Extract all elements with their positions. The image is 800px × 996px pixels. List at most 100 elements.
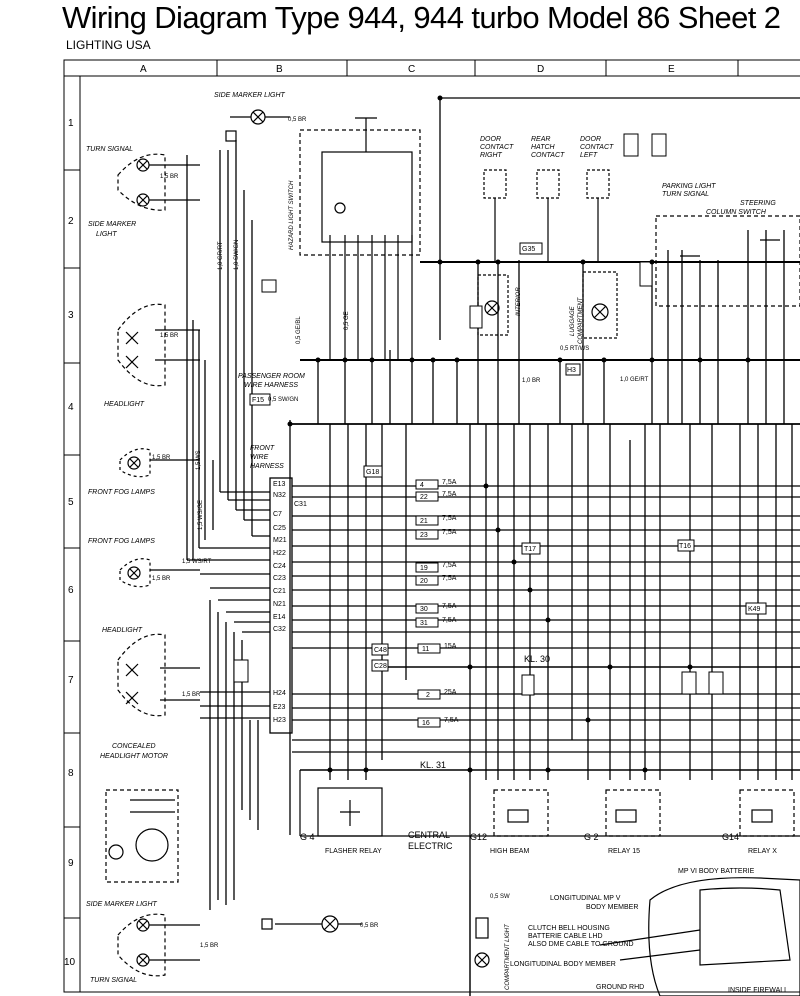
wire-label: 1,5 BR bbox=[160, 174, 179, 180]
label-door-contact-right: DOOR bbox=[480, 136, 501, 143]
connector-label: M21 bbox=[273, 537, 287, 544]
wire-label: 0,5 SW/GN bbox=[268, 397, 298, 403]
label-rear-hatch-3: CONTACT bbox=[531, 152, 565, 159]
car-ground-outline bbox=[599, 877, 800, 996]
label-electric: ELECTRIC bbox=[408, 841, 453, 851]
label-turn-signal: TURN SIGNAL bbox=[86, 146, 133, 153]
label-wire-harness: WIRE HARNESS bbox=[244, 382, 298, 389]
row-label-4: 4 bbox=[68, 402, 74, 413]
label-front: FRONT bbox=[250, 445, 275, 452]
label-relay-x: RELAY X bbox=[748, 848, 777, 855]
reference-boxes bbox=[233, 133, 767, 696]
fuse-id: 16 bbox=[422, 720, 430, 727]
relay-x-box bbox=[739, 789, 795, 837]
page-title: Wiring Diagram Type 944, 944 turbo Model… bbox=[62, 0, 781, 35]
steering-column-switch-symbol bbox=[655, 215, 800, 307]
label-central: CENTRAL bbox=[408, 830, 450, 840]
fuse-rating: 7,5A bbox=[442, 575, 457, 582]
label-harness: HARNESS bbox=[250, 463, 284, 470]
label-luggage: LUGGAGE bbox=[570, 305, 576, 336]
label-ground-rhd: GROUND RHD bbox=[596, 984, 644, 991]
label-turn-signal-right: TURN SIGNAL bbox=[662, 191, 709, 198]
connector-label: C24 bbox=[273, 563, 286, 570]
label-relay-15: RELAY 15 bbox=[608, 848, 640, 855]
fuse-rating: 7,5A bbox=[442, 529, 457, 536]
row-label-7: 7 bbox=[68, 675, 74, 686]
row-label-6: 6 bbox=[68, 585, 74, 596]
label-inside-firewall: INSIDE FIREWALL bbox=[728, 987, 788, 994]
high-beam-relay-box bbox=[493, 789, 549, 837]
ref-box-label: H3 bbox=[567, 367, 576, 374]
fuse-rating: 25A bbox=[444, 689, 457, 696]
fuse-id: 20 bbox=[420, 578, 428, 585]
diagram-frame bbox=[63, 59, 800, 993]
row-label-5: 5 bbox=[68, 497, 74, 508]
connector-label: N21 bbox=[273, 601, 286, 608]
relay-blocks bbox=[299, 770, 800, 837]
fuse-id: 19 bbox=[420, 565, 428, 572]
relay-15-box bbox=[605, 789, 661, 837]
wire-label: 1,0 GR/RT bbox=[218, 241, 224, 270]
label-side-marker-light: SIDE MARKER LIGHT bbox=[214, 92, 286, 99]
label-rear-hatch: REAR bbox=[531, 136, 550, 143]
label-clutch-1: CLUTCH BELL HOUSING bbox=[528, 925, 610, 932]
row-label-10: 10 bbox=[64, 957, 76, 968]
ref-box-label: F15 bbox=[252, 397, 264, 404]
ref-box-label: C28 bbox=[374, 663, 387, 670]
wire-label: 0,5 GE bbox=[344, 311, 350, 330]
label-headlight: HEADLIGHT bbox=[104, 401, 145, 408]
connector-label: C21 bbox=[273, 588, 286, 595]
connector-label: C25 bbox=[273, 525, 286, 532]
label-side-marker-light-2: SIDE MARKER bbox=[88, 221, 136, 228]
label-side-marker-light-3: SIDE MARKER LIGHT bbox=[86, 901, 158, 908]
wire-label: 1,5 BR bbox=[160, 333, 179, 339]
hazard-light-switch-symbol bbox=[299, 117, 421, 360]
label-door-contact-left-3: LEFT bbox=[580, 152, 598, 159]
fuse-rating: 7,5A bbox=[442, 479, 457, 486]
label-rear-hatch-2: HATCH bbox=[531, 144, 556, 151]
label-side-marker-light-2b: LIGHT bbox=[96, 231, 117, 238]
fuse-id: 30 bbox=[420, 606, 428, 613]
label-longitudinal: LONGITUDINAL MP V bbox=[550, 895, 621, 902]
fuse-rating: 7,5A bbox=[442, 491, 457, 498]
label-column-switch: COLUMN SWITCH bbox=[706, 209, 767, 216]
connector-label: E14 bbox=[273, 614, 286, 621]
label-steering: STEERING bbox=[740, 200, 776, 207]
compartment-light-symbol bbox=[469, 880, 490, 996]
fuse-rating: 7,5A bbox=[444, 717, 459, 724]
wire-bundle bbox=[186, 140, 293, 910]
connector-label: C23 bbox=[273, 575, 286, 582]
row-label-1: 1 bbox=[68, 118, 74, 129]
wire-label: 1,5 BR bbox=[152, 455, 171, 461]
label-kl31: KL. 31 bbox=[420, 760, 446, 770]
row-label-3: 3 bbox=[68, 310, 74, 321]
col-label-d: D bbox=[537, 64, 544, 75]
fuse-symbols bbox=[415, 479, 441, 728]
label-flasher-relay: FLASHER RELAY bbox=[325, 848, 382, 855]
page-subtitle: LIGHTING USA bbox=[66, 38, 151, 52]
fuse-id: 22 bbox=[420, 494, 428, 501]
ref-box-label: T17 bbox=[524, 546, 536, 553]
row-label-9: 9 bbox=[68, 858, 74, 869]
connector-label: C31 bbox=[294, 501, 307, 508]
ref-box-label: G18 bbox=[366, 469, 379, 476]
label-body-batterie: MP VI BODY BATTERIE bbox=[678, 868, 755, 875]
wire-label: 0,5 BR bbox=[360, 923, 379, 929]
label-g2: G 2 bbox=[584, 832, 599, 842]
wire-label: 0,5 GE/BL bbox=[296, 316, 302, 344]
ref-box-label: C48 bbox=[374, 647, 387, 654]
connector-label: E23 bbox=[273, 704, 286, 711]
bus-lines bbox=[290, 97, 800, 996]
wire-label: 1,5 WS bbox=[196, 450, 202, 470]
ref-box-label: K49 bbox=[748, 606, 761, 613]
connector-label: H23 bbox=[273, 717, 286, 724]
label-kl30: KL. 30 bbox=[524, 654, 550, 664]
label-clutch-3: ALSO DME CABLE TO GROUND bbox=[528, 941, 634, 948]
wire-label: 1,5 BR bbox=[152, 576, 171, 582]
fuse-id: 2 bbox=[426, 692, 430, 699]
door-contacts bbox=[477, 169, 618, 339]
wire-label: 1,5 BR bbox=[200, 943, 219, 949]
col-label-b: B bbox=[276, 64, 283, 75]
fuse-id: 11 bbox=[422, 646, 429, 653]
